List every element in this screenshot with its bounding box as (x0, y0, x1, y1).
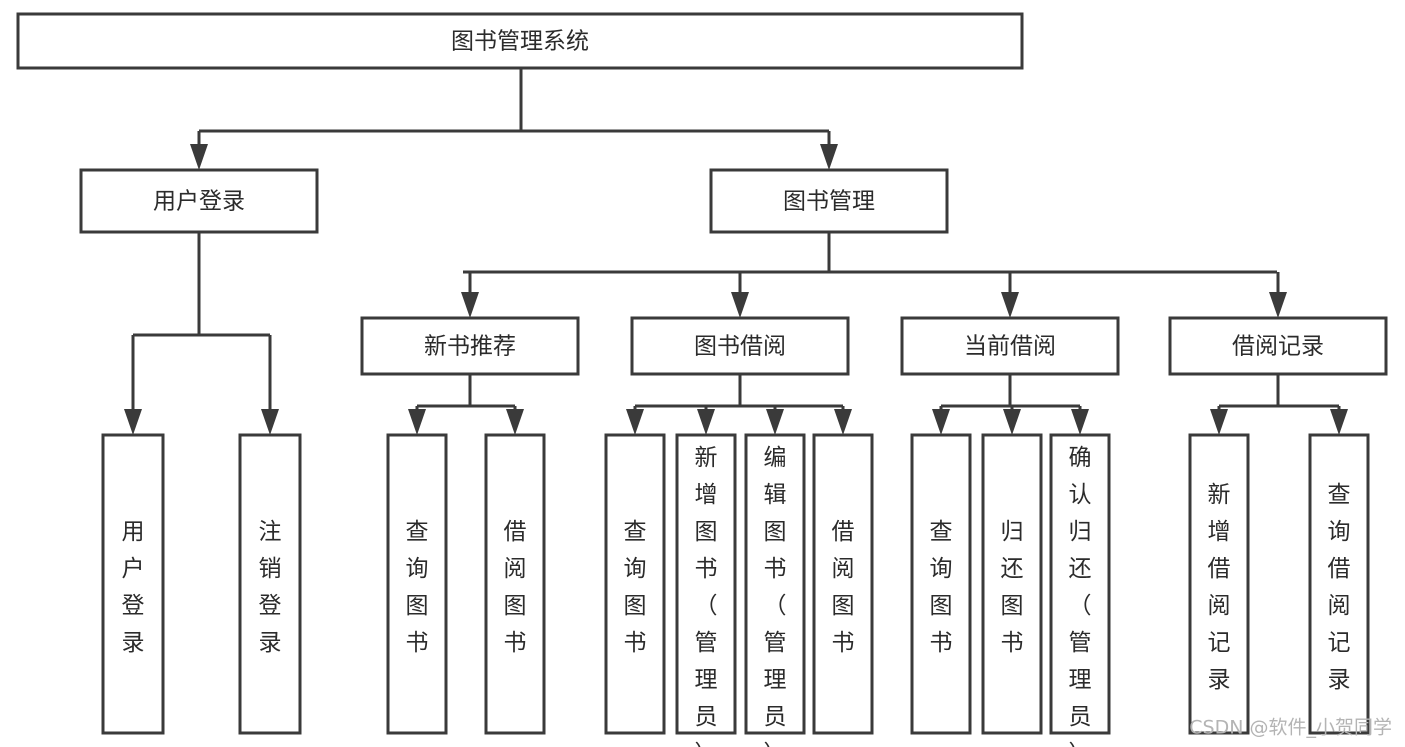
node-label: 图书管理 (783, 189, 875, 215)
node-rect (604, 433, 666, 735)
to-leaf-4-arrowhead (626, 409, 644, 435)
node-rect (744, 433, 806, 735)
node-label: 归还图书 (1001, 519, 1024, 656)
to-leaf-0-arrowhead (124, 409, 142, 435)
node-label: 编辑图书（管理员） (764, 445, 787, 747)
to-leaf-5-arrowhead (697, 409, 715, 435)
node-rect (386, 433, 448, 735)
to-level3-3-arrowhead (1269, 292, 1287, 318)
leaf-node-确认归还管理员[interactable]: 确认归还（管理员） (1049, 433, 1111, 747)
to-leaf-7-arrowhead (834, 409, 852, 435)
level3-node-当前借阅[interactable]: 当前借阅 (900, 316, 1120, 376)
node-label: 注销登录 (259, 519, 282, 656)
node-rect (484, 433, 546, 735)
node-rect (16, 12, 1024, 70)
to-leaf-9-arrowhead (1003, 409, 1021, 435)
to-leaf-6-arrowhead (766, 409, 784, 435)
leaf-node-新增图书管理员[interactable]: 新增图书（管理员） (675, 433, 737, 747)
to-leaf-12-arrowhead (1330, 409, 1348, 435)
node-label: 借阅图书 (832, 519, 855, 656)
node-label: 查询借阅记录 (1328, 482, 1351, 693)
to-user-login-arrowhead (190, 144, 208, 170)
to-leaf-3-arrowhead (506, 409, 524, 435)
level3-node-借阅记录[interactable]: 借阅记录 (1168, 316, 1388, 376)
node-label: 查询图书 (930, 519, 953, 656)
node-rect (812, 433, 874, 735)
node-rect (709, 168, 949, 234)
leaf-node-查询借阅记录[interactable]: 查询借阅记录 (1308, 433, 1370, 735)
node-rect (101, 433, 165, 735)
node-label: 借阅图书 (504, 519, 527, 656)
leaf-node-注销登录[interactable]: 注销登录 (238, 433, 302, 735)
node-rect (981, 433, 1043, 735)
leaf-node-归还图书[interactable]: 归还图书 (981, 433, 1043, 735)
node-label: 新书推荐 (424, 334, 516, 360)
to-leaf-2-arrowhead (408, 409, 426, 435)
node-label: 图书借阅 (694, 334, 786, 360)
node-rect (1168, 316, 1388, 376)
leaf-node-借阅图书[interactable]: 借阅图书 (484, 433, 546, 735)
node-rect (910, 433, 972, 735)
node-label: 当前借阅 (964, 334, 1056, 360)
node-rect (238, 433, 302, 735)
node-rect (630, 316, 850, 376)
node-label: 查询图书 (624, 519, 647, 656)
node-rect (1308, 433, 1370, 735)
to-leaf-8-arrowhead (932, 409, 950, 435)
level3-node-新书推荐[interactable]: 新书推荐 (360, 316, 580, 376)
leaf-node-编辑图书管理员[interactable]: 编辑图书（管理员） (744, 433, 806, 747)
node-rect (1049, 433, 1111, 735)
to-book-management-arrowhead (820, 144, 838, 170)
node-label: 查询图书 (406, 519, 429, 656)
node-label: 确认归还（管理员） (1069, 445, 1092, 747)
to-leaf-10-arrowhead (1071, 409, 1089, 435)
to-level3-2-arrowhead (1001, 292, 1019, 318)
level2-node-用户登录[interactable]: 用户登录 (79, 168, 319, 234)
node-rect (675, 433, 737, 735)
leaf-node-用户登录[interactable]: 用户登录 (101, 433, 165, 735)
leaf-node-新增借阅记录[interactable]: 新增借阅记录 (1188, 433, 1250, 735)
node-label: 借阅记录 (1232, 334, 1324, 360)
to-level3-0-arrowhead (461, 292, 479, 318)
csdn-watermark: CSDN @软件_小贺同学 (1189, 717, 1392, 739)
level2-node-图书管理[interactable]: 图书管理 (709, 168, 949, 234)
to-leaf-11-arrowhead (1210, 409, 1228, 435)
leaf-node-查询图书[interactable]: 查询图书 (386, 433, 448, 735)
node-rect (900, 316, 1120, 376)
to-level3-1-arrowhead (731, 292, 749, 318)
node-rect (360, 316, 580, 376)
node-label: 用户登录 (122, 519, 145, 656)
node-rect (79, 168, 319, 234)
node-layer: 图书管理系统用户登录图书管理新书推荐图书借阅当前借阅借阅记录用户登录注销登录查询… (16, 12, 1388, 747)
connector-layer (124, 68, 1348, 435)
root-node-图书管理系统[interactable]: 图书管理系统 (16, 12, 1024, 70)
leaf-node-借阅图书[interactable]: 借阅图书 (812, 433, 874, 735)
to-leaf-1-arrowhead (261, 409, 279, 435)
node-label: 新增借阅记录 (1208, 482, 1231, 693)
node-rect (1188, 433, 1250, 735)
leaf-node-查询图书[interactable]: 查询图书 (910, 433, 972, 735)
leaf-node-查询图书[interactable]: 查询图书 (604, 433, 666, 735)
node-label: 图书管理系统 (451, 29, 589, 55)
level3-node-图书借阅[interactable]: 图书借阅 (630, 316, 850, 376)
node-label: 用户登录 (153, 189, 245, 215)
node-label: 新增图书（管理员） (695, 445, 718, 747)
